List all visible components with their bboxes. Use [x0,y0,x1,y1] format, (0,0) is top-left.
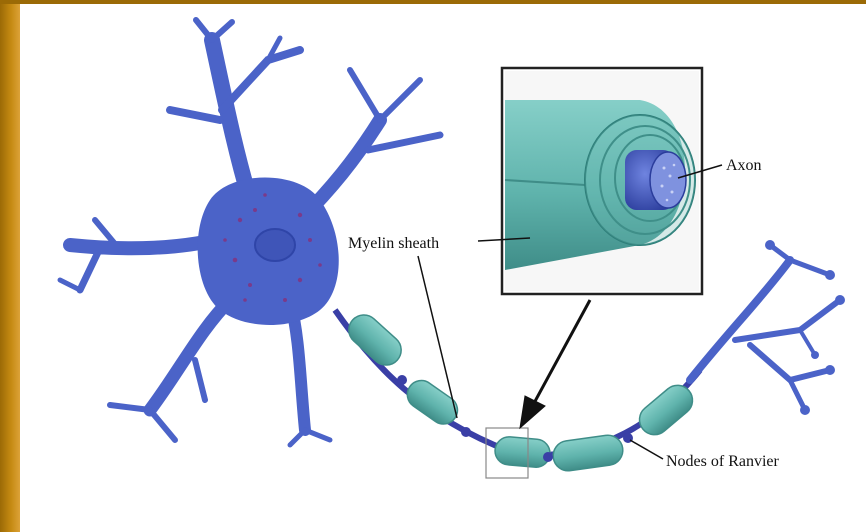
axon-terminals [690,245,840,410]
myelin-inset [502,68,702,294]
nucleus [255,229,295,261]
label-nodes-of-ranvier: Nodes of Ranvier [666,453,780,470]
ranvier-leader [630,440,663,459]
zoom-arrow [520,300,590,428]
axon-line [335,310,700,455]
label-axon: Axon [726,157,762,174]
label-myelin-sheath: Myelin sheath [348,235,439,252]
